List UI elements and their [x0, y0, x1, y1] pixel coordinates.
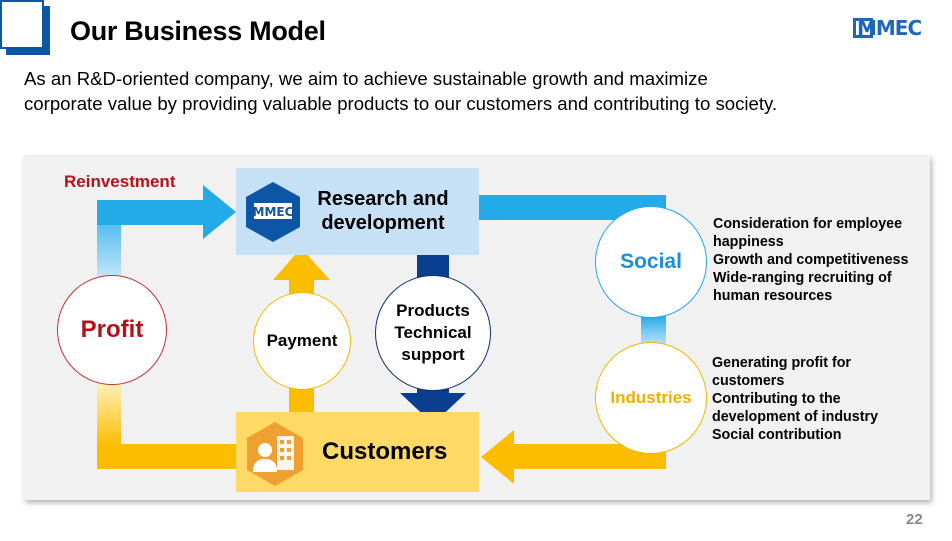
- rd-hexagon-logo-icon: MMEC: [246, 182, 300, 242]
- industries-bullet-line: customers: [712, 373, 785, 389]
- industries-bullet-line: Generating profit for: [712, 355, 851, 371]
- rd-label-line-2: development: [321, 212, 445, 234]
- customers-label: Customers: [322, 438, 448, 465]
- page-title: Our Business Model: [70, 16, 326, 46]
- social-label: Social: [620, 250, 682, 273]
- industries-bullet-line: Social contribution: [712, 427, 842, 443]
- rd-label-line-1: Research and: [317, 188, 449, 210]
- products-label-line-2: Technical: [394, 323, 472, 342]
- payment-label: Payment: [266, 331, 338, 350]
- payment-circle: Payment: [253, 292, 351, 390]
- brand-logo-text: MMEC: [857, 16, 922, 40]
- rd-logo-text: MMEC: [253, 205, 294, 219]
- industries-bullet-line: development of industry: [712, 409, 879, 425]
- industries-bullets: Generating profit for customers Contribu…: [712, 354, 878, 444]
- customers-to-profit-arrow: [97, 384, 239, 469]
- intro-line-2: corporate value by providing valuable pr…: [24, 93, 778, 114]
- social-bullet-line: Growth and competitiveness: [713, 252, 909, 268]
- social-bullet-line: Consideration for employee: [713, 216, 903, 232]
- reinvestment-arrow: [97, 185, 236, 278]
- brand-logo-icon: MMEC: [853, 16, 929, 42]
- profit-label: Profit: [80, 316, 144, 343]
- social-bullet-line: human resources: [713, 288, 833, 304]
- products-label-line-1: Products: [396, 301, 470, 320]
- reinvestment-label: Reinvestment: [64, 172, 176, 191]
- industries-circle: Industries: [595, 342, 707, 454]
- intro-text: As an R&D-oriented company, we aim to ac…: [24, 66, 944, 116]
- social-to-industries-connector: [641, 316, 666, 346]
- industries-bullet-line: Contributing to the: [712, 391, 841, 407]
- customer-building-icon: [247, 422, 303, 486]
- industries-label: Industries: [610, 388, 692, 407]
- intro-line-1: As an R&D-oriented company, we aim to ac…: [24, 68, 708, 89]
- page-number: 22: [906, 511, 923, 528]
- products-label-line-3: support: [401, 345, 465, 364]
- profit-circle: Profit: [57, 275, 167, 385]
- social-circle: Social: [595, 206, 707, 318]
- social-bullet-line: happiness: [713, 234, 784, 250]
- title-square-icon: [0, 0, 50, 55]
- rd-label: Research and development: [300, 187, 466, 235]
- social-bullet-line: Wide-ranging recruiting of: [713, 270, 892, 286]
- products-circle: Products Technical support: [375, 275, 491, 391]
- social-bullets: Consideration for employee happiness Gro…: [713, 215, 908, 305]
